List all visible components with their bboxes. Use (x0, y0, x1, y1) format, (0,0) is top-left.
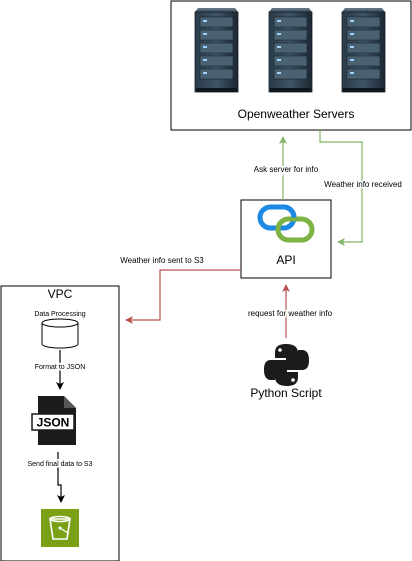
edge-format-json: Format to JSON (33, 350, 87, 390)
data-processing-label: Data Processing (34, 311, 85, 318)
json-file-text: JSON (37, 416, 70, 430)
servers-label: Openweather Servers (238, 107, 355, 121)
edge-label-sent-to-s3: Weather info sent to S3 (120, 256, 204, 265)
api-label: API (276, 253, 295, 267)
server-rack-icon (341, 8, 386, 93)
api-link-icon (257, 204, 315, 243)
json-file-icon: JSON (31, 396, 76, 445)
server-rack-icon (194, 8, 239, 93)
edge-label-weather-received: Weather info received (324, 180, 402, 189)
s3-bucket-icon (41, 509, 79, 547)
python-logo-icon (264, 344, 309, 386)
edge-ask-server: Ask server for info (252, 136, 320, 200)
python-script-label: Python Script (250, 386, 322, 400)
server-rack-icon (268, 8, 313, 93)
api-node: API (240, 199, 332, 279)
edge-sent-to-s3: Weather info sent to S3 (119, 255, 241, 324)
openweather-servers-node: Openweather Servers (170, 0, 412, 131)
vpc-label: VPC (48, 287, 73, 301)
database-icon (41, 318, 79, 349)
edge-weather-received: Weather info received (319, 130, 403, 246)
edge-label-format-json: Format to JSON (35, 364, 86, 371)
edge-request-weather: request for weather info (246, 284, 334, 338)
edge-send-final: Send final data to S3 (26, 452, 94, 503)
edge-label-send-final: Send final data to S3 (28, 461, 93, 468)
edge-label-request-weather: request for weather info (248, 309, 333, 318)
edge-label-ask-server: Ask server for info (254, 165, 319, 174)
